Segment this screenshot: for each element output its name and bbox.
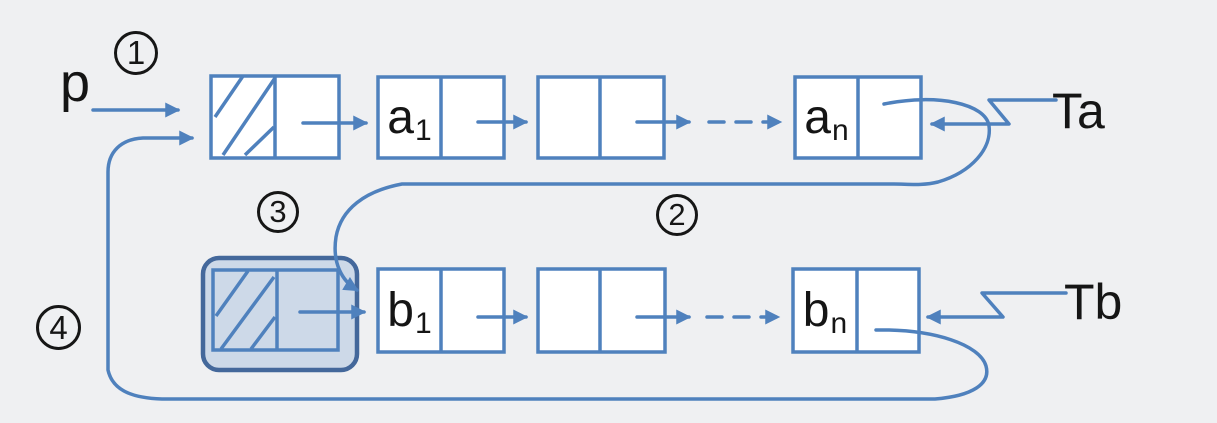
node-b1-subscript: 1 bbox=[415, 306, 432, 340]
node-b1-base: b bbox=[387, 284, 414, 337]
node-an-box bbox=[793, 75, 923, 160]
step-4-badge: 4 bbox=[36, 305, 81, 350]
step-2-badge: 2 bbox=[656, 194, 698, 236]
pointer-p-label: p bbox=[60, 53, 91, 113]
node-a1-box bbox=[376, 75, 506, 160]
node-boxes bbox=[209, 74, 923, 354]
ta-tail-label: Ta bbox=[1052, 83, 1105, 139]
list-b-head-highlight bbox=[200, 255, 360, 373]
step-3-badge: 3 bbox=[257, 191, 299, 233]
list-b-head-hatch bbox=[214, 269, 277, 351]
node-a-empty-box bbox=[536, 75, 666, 160]
ta-tail-pointer-arrow bbox=[929, 98, 1058, 132]
node-a1-subscript: 1 bbox=[415, 113, 432, 147]
bn-to-head-a-relink-arrow bbox=[106, 130, 989, 401]
node-bn-base: b bbox=[802, 284, 830, 337]
node-bn-box bbox=[791, 267, 921, 354]
node-bn-subscript: n bbox=[830, 306, 848, 340]
list-a-head-node bbox=[209, 74, 341, 160]
node-an-subscript: n bbox=[832, 113, 849, 147]
node-a1-base: a bbox=[387, 91, 414, 144]
an-to-b1-relink-arrow bbox=[333, 97, 991, 292]
tb-tail-pointer-arrow bbox=[925, 291, 1068, 325]
node-an-base: a bbox=[804, 91, 831, 144]
node-b-empty-box bbox=[536, 267, 667, 354]
node-b1-box bbox=[376, 267, 506, 354]
tb-tail-label: Tb bbox=[1064, 274, 1123, 330]
step-1-badge: 1 bbox=[114, 31, 158, 75]
